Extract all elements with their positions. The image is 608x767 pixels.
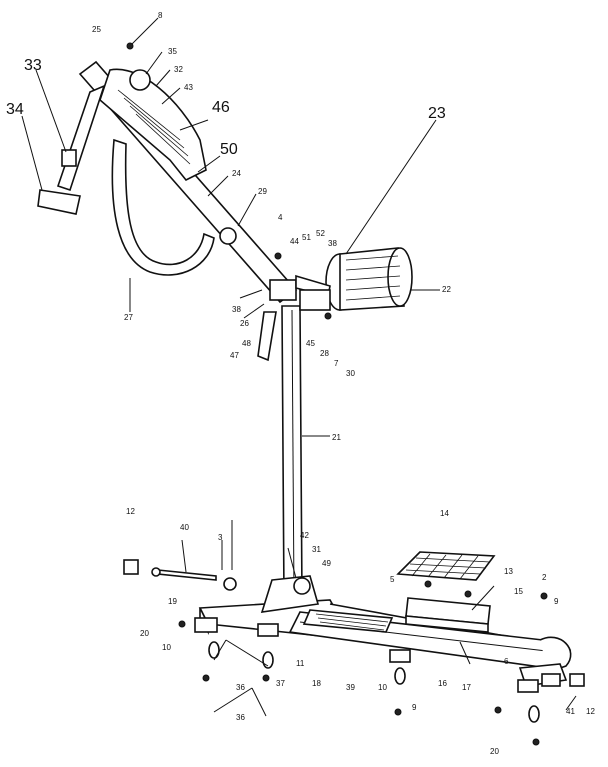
label-22: 22 [442,285,451,294]
label-50: 50 [220,141,238,158]
label-37: 37 [276,679,285,688]
label-43: 43 [184,83,193,92]
label-21: 21 [332,433,341,442]
label-6: 6 [504,657,509,666]
resistance-drum [325,247,413,311]
label-48: 48 [242,339,251,348]
label-32: 32 [174,65,183,74]
label-14: 14 [440,509,449,518]
label-5: 5 [390,575,395,584]
label-49: 49 [322,559,331,568]
label-4: 4 [278,213,283,222]
label-46: 46 [212,99,230,116]
hardware [123,42,585,746]
label-36a: 36 [236,683,245,692]
label-51: 51 [302,233,311,242]
label-47: 47 [230,351,239,360]
label-9b: 9 [412,703,417,712]
label-23: 23 [428,105,446,122]
label-2: 2 [542,573,547,582]
label-3: 3 [218,533,223,542]
label-18: 18 [312,679,321,688]
label-41: 41 [566,707,575,716]
part-labels: 8 25 33 34 35 32 43 46 50 24 23 29 4 44 … [6,11,595,756]
label-20b: 20 [490,747,499,756]
label-7: 7 [334,359,339,368]
label-20: 20 [140,629,149,638]
label-31: 31 [312,545,321,554]
label-15: 15 [514,587,523,596]
label-33: 33 [24,57,42,74]
handle-arm [37,60,298,304]
label-16: 16 [438,679,447,688]
label-12b: 12 [586,707,595,716]
label-25: 25 [92,25,101,34]
label-30: 30 [346,369,355,378]
label-10: 10 [162,643,171,652]
base-frame [194,599,572,693]
label-24: 24 [232,169,241,178]
label-11: 11 [296,659,305,668]
label-19: 19 [168,597,177,606]
label-40: 40 [180,523,189,532]
label-34: 34 [6,101,24,118]
left-pedal [302,609,394,633]
label-27: 27 [124,313,133,322]
label-29: 29 [258,187,267,196]
label-9: 9 [554,597,559,606]
label-13: 13 [504,567,513,576]
label-39: 39 [346,683,355,692]
label-8: 8 [158,11,163,20]
label-17: 17 [462,683,471,692]
label-10b: 10 [378,683,387,692]
label-35: 35 [168,47,177,56]
label-28: 28 [320,349,329,358]
pedal-mat [396,551,496,581]
label-26: 26 [240,319,249,328]
label-38: 38 [328,239,337,248]
label-36b: 36 [236,713,245,722]
label-12: 12 [126,507,135,516]
label-45: 45 [306,339,315,348]
label-38b: 38 [232,305,241,314]
label-52: 52 [316,229,325,238]
strap [111,138,215,276]
mast-top-parts [257,252,332,362]
leader-lines [21,17,577,717]
right-pedal [405,597,491,633]
label-44: 44 [290,237,299,246]
mast [260,305,320,613]
label-42: 42 [300,531,309,540]
